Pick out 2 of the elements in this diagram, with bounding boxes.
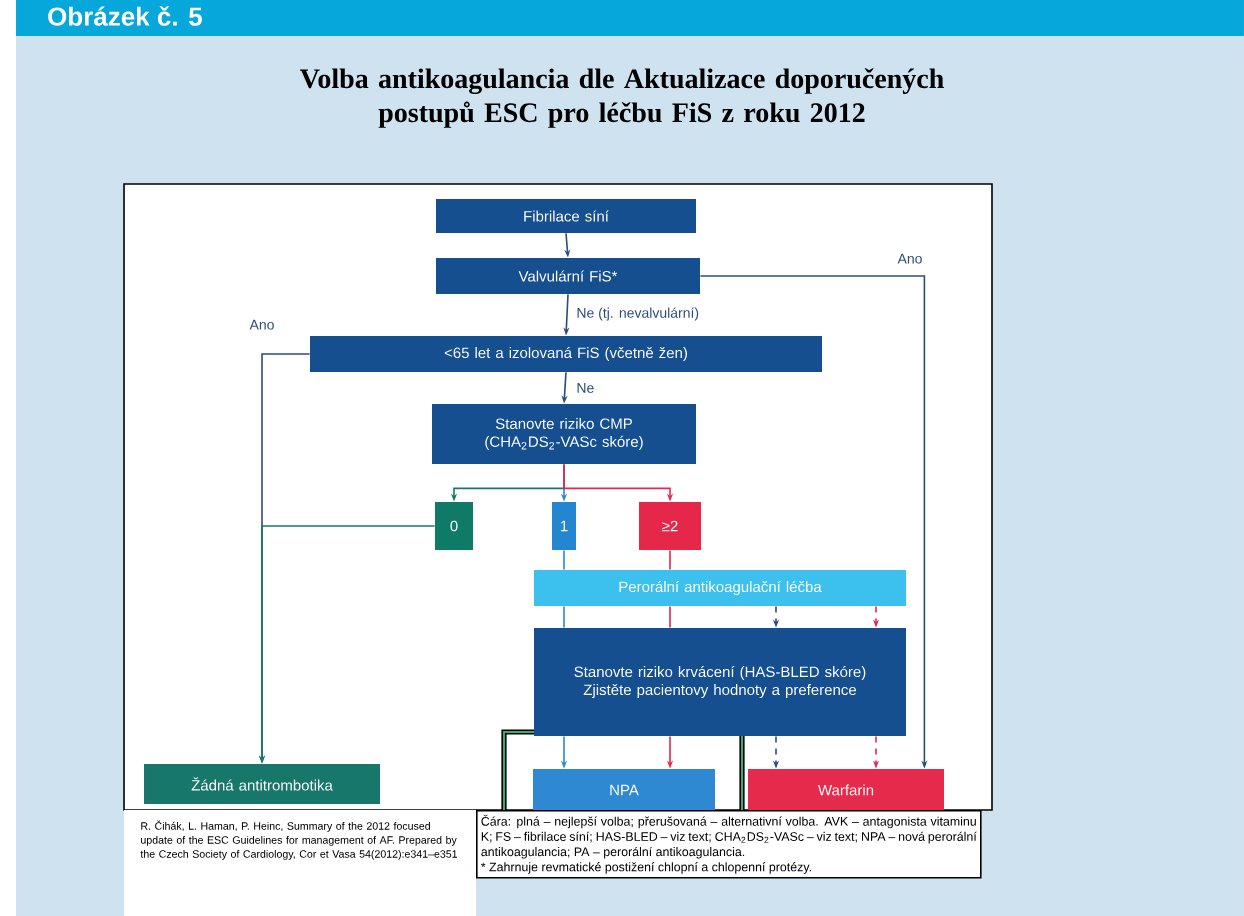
title: Volba antikoagulancia dle Aktualizace doporučených postupů ESC pro léčbu FiS z roku 2012 bbox=[300, 68, 944, 128]
header-title: Obrázek č. 5 bbox=[48, 6, 202, 26]
